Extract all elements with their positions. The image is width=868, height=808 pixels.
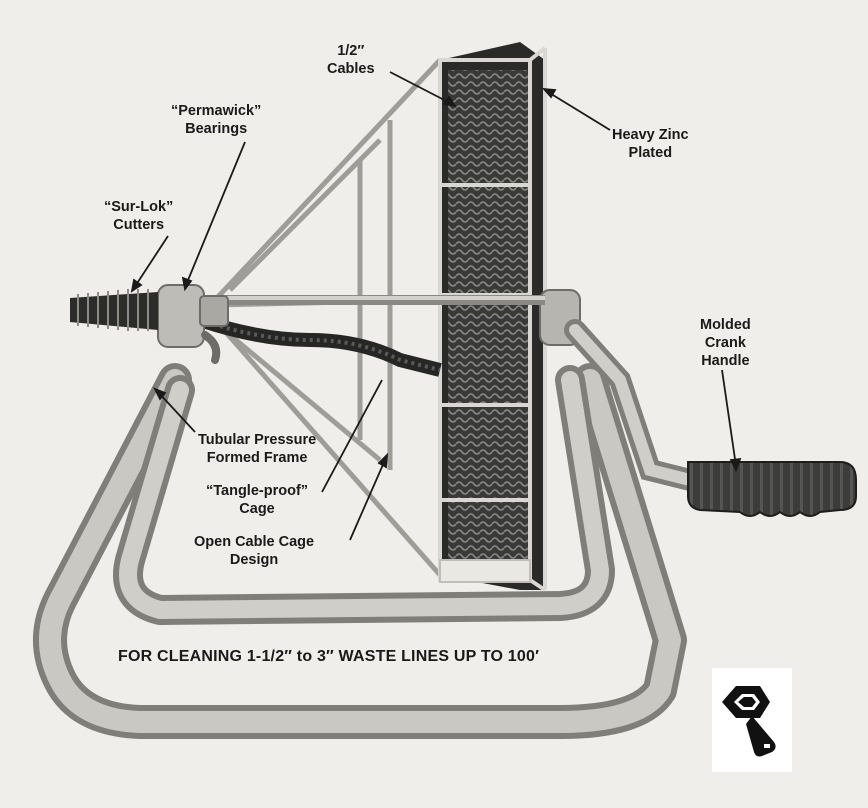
feed-cable bbox=[197, 313, 442, 377]
caption: FOR CLEANING 1-1/2″ to 3″ WASTE LINES UP… bbox=[118, 648, 540, 665]
cable-drum bbox=[438, 42, 547, 592]
label-heavy-zinc: Heavy Zinc Plated bbox=[612, 126, 689, 162]
label-tubular-frame: Tubular Pressure Formed Frame bbox=[198, 431, 316, 467]
label-molded-crank-line2: Crank bbox=[704, 335, 746, 351]
label-tubular-frame-line2: Formed Frame bbox=[206, 450, 308, 466]
axle-shaft bbox=[200, 295, 545, 305]
label-surlok-line1: “Sur-Lok” bbox=[104, 199, 174, 215]
label-heavy-zinc-line2: Plated bbox=[628, 145, 673, 161]
label-permawick: “Permawick” Bearings bbox=[171, 102, 261, 138]
label-tangle-proof-line2: Cage bbox=[239, 501, 275, 517]
label-surlok-line2: Cutters bbox=[113, 217, 165, 233]
label-open-cage-line2: Design bbox=[229, 552, 279, 568]
label-tangle-proof: “Tangle-proof” Cage bbox=[206, 482, 308, 518]
label-cables-line1: 1/2″ bbox=[337, 43, 365, 59]
brand-logo bbox=[712, 668, 792, 772]
label-permawick-line1: “Permawick” bbox=[171, 103, 262, 119]
label-molded-crank: Molded Crank Handle bbox=[700, 316, 751, 370]
leader-lines bbox=[130, 71, 742, 541]
label-surlok: “Sur-Lok” Cutters bbox=[104, 198, 173, 234]
crank-handle-grip bbox=[687, 461, 857, 517]
label-heavy-zinc-line1: Heavy Zinc bbox=[612, 127, 689, 143]
label-molded-crank-line3: Handle bbox=[701, 353, 750, 369]
label-tangle-proof-line1: “Tangle-proof” bbox=[206, 483, 309, 499]
bearing-housing bbox=[157, 284, 229, 364]
label-tubular-frame-line1: Tubular Pressure bbox=[198, 432, 317, 448]
cutter-spring bbox=[70, 289, 158, 331]
label-cables-line2: Cables bbox=[327, 61, 375, 77]
tubular-frame bbox=[33, 363, 687, 739]
label-open-cage: Open Cable Cage Design bbox=[194, 533, 314, 569]
label-permawick-line2: Bearings bbox=[185, 121, 248, 137]
crank-arm bbox=[564, 319, 701, 491]
label-open-cage-line1: Open Cable Cage bbox=[194, 534, 315, 550]
wrench-nut-icon bbox=[722, 686, 776, 757]
label-molded-crank-line1: Molded bbox=[700, 317, 751, 333]
label-cables: 1/2″ Cables bbox=[327, 42, 375, 78]
